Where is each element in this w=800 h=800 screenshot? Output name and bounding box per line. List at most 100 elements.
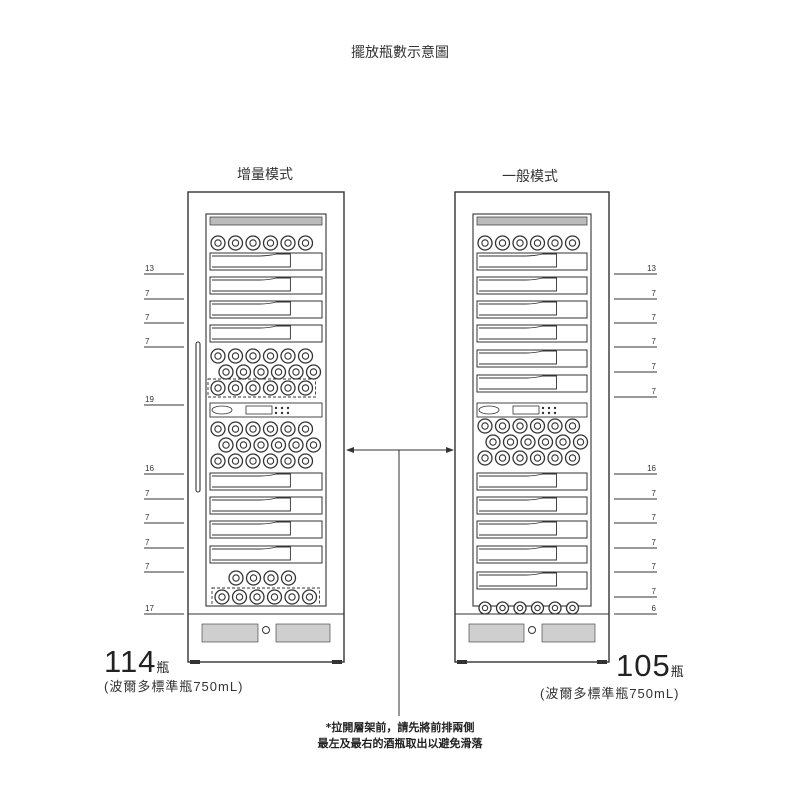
bottle-inner bbox=[239, 368, 248, 376]
bottle bbox=[494, 235, 511, 251]
bottle-inner bbox=[506, 438, 515, 446]
bottle bbox=[529, 450, 546, 466]
panel-key bbox=[553, 406, 557, 410]
bottle-profile bbox=[212, 521, 291, 536]
drawer-shelf bbox=[476, 252, 588, 271]
drawer-shelf bbox=[209, 496, 323, 515]
bottle bbox=[297, 421, 314, 437]
bottle-inner bbox=[249, 352, 257, 360]
total-left-count: 114 bbox=[104, 644, 157, 679]
bottle-inner bbox=[214, 457, 222, 465]
drawer-shelf bbox=[209, 545, 323, 564]
shelf-count-label: 16 bbox=[647, 464, 656, 473]
bottle bbox=[227, 235, 244, 251]
drawer-shelf bbox=[476, 472, 588, 491]
panel-key bbox=[286, 411, 290, 415]
bottle-inner bbox=[284, 384, 292, 392]
bottle-inner bbox=[309, 441, 318, 449]
bottle bbox=[227, 348, 244, 364]
door-handle bbox=[195, 341, 201, 493]
grille-right bbox=[541, 623, 596, 643]
arrowhead-left bbox=[346, 447, 354, 453]
control-panel bbox=[476, 402, 588, 418]
bottle-inner bbox=[516, 239, 524, 247]
drawer-shelf bbox=[476, 545, 588, 564]
bottle-inner bbox=[533, 239, 542, 247]
bottle-profile bbox=[479, 350, 557, 365]
bottle-inner bbox=[270, 593, 279, 601]
bottle-profile bbox=[212, 301, 291, 316]
bottle-inner bbox=[489, 438, 497, 446]
grille-left bbox=[201, 623, 259, 643]
drawer-shelf bbox=[209, 472, 323, 491]
bottle-profile bbox=[479, 253, 557, 268]
bottle-inner bbox=[284, 574, 293, 582]
drawer-shelf bbox=[476, 374, 588, 393]
bottle-profile bbox=[212, 497, 291, 512]
panel-key bbox=[286, 406, 290, 410]
shelf-count-label: 7 bbox=[652, 587, 657, 596]
bottle-inner bbox=[214, 384, 222, 392]
arrowhead-right bbox=[446, 447, 454, 453]
bottle bbox=[555, 434, 571, 450]
bottle bbox=[280, 348, 296, 364]
bottle bbox=[280, 453, 296, 469]
bottle bbox=[266, 589, 283, 605]
bottle-profile bbox=[479, 277, 557, 292]
bottle bbox=[572, 434, 589, 450]
bottle bbox=[529, 235, 546, 251]
bottle-inner bbox=[214, 239, 222, 247]
rear-row-outline bbox=[207, 378, 316, 398]
foot-left bbox=[190, 660, 200, 664]
panel-key bbox=[541, 411, 545, 415]
bottle-inner bbox=[266, 457, 275, 465]
bottle-profile bbox=[212, 546, 291, 561]
rear-row-outline bbox=[211, 587, 320, 607]
bottle-inner bbox=[214, 425, 222, 433]
shelf-count-label: 7 bbox=[652, 562, 657, 571]
bottle-inner bbox=[533, 422, 542, 430]
bottle bbox=[297, 453, 314, 469]
bottle-inner bbox=[231, 425, 240, 433]
bottle bbox=[502, 434, 519, 450]
page-title: 擺放瓶數示意圖 bbox=[351, 45, 449, 61]
bottle-inner bbox=[274, 368, 283, 376]
bottle-inner bbox=[301, 239, 310, 247]
power-button bbox=[528, 626, 536, 634]
bottle-inner bbox=[498, 454, 507, 462]
display-screen bbox=[512, 405, 540, 415]
shelf-count-label: 17 bbox=[145, 604, 154, 613]
shelf-count-label: 13 bbox=[647, 264, 656, 273]
shelf-count-label: 7 bbox=[652, 362, 657, 371]
total-left: 114瓶 bbox=[104, 644, 169, 680]
bottle bbox=[547, 418, 563, 434]
bottle bbox=[547, 235, 563, 251]
bottle bbox=[280, 421, 296, 437]
shelf-count-label: 7 bbox=[652, 289, 657, 298]
bottle-inner bbox=[534, 604, 541, 612]
bottle bbox=[530, 601, 545, 615]
bottle-inner bbox=[257, 441, 265, 449]
bottle-inner bbox=[249, 574, 258, 582]
shelf-count-label: 16 bbox=[145, 464, 154, 473]
bottle-inner bbox=[249, 457, 257, 465]
note-line-1: *拉開層架前，請先將前排兩側 bbox=[325, 721, 475, 734]
bottle-inner bbox=[274, 441, 283, 449]
bottle bbox=[249, 589, 265, 605]
grille-right bbox=[275, 623, 331, 643]
bottle-inner bbox=[218, 593, 226, 601]
cabinet-left bbox=[187, 191, 345, 664]
shelf-count-label: 7 bbox=[145, 513, 150, 522]
drawer-shelf bbox=[209, 252, 323, 271]
shelf-count-label: 19 bbox=[145, 395, 154, 404]
bottle-inner bbox=[499, 604, 506, 612]
glass-door bbox=[205, 213, 327, 607]
bottle-inner bbox=[239, 441, 248, 449]
bottle-inner bbox=[568, 422, 577, 430]
shelf-count-label: 7 bbox=[652, 387, 657, 396]
bottle-inner bbox=[266, 425, 275, 433]
bottle-inner bbox=[231, 457, 240, 465]
mode-label-right: 一般模式 bbox=[502, 169, 558, 185]
bottle-inner bbox=[524, 438, 532, 446]
bottle bbox=[253, 364, 269, 380]
